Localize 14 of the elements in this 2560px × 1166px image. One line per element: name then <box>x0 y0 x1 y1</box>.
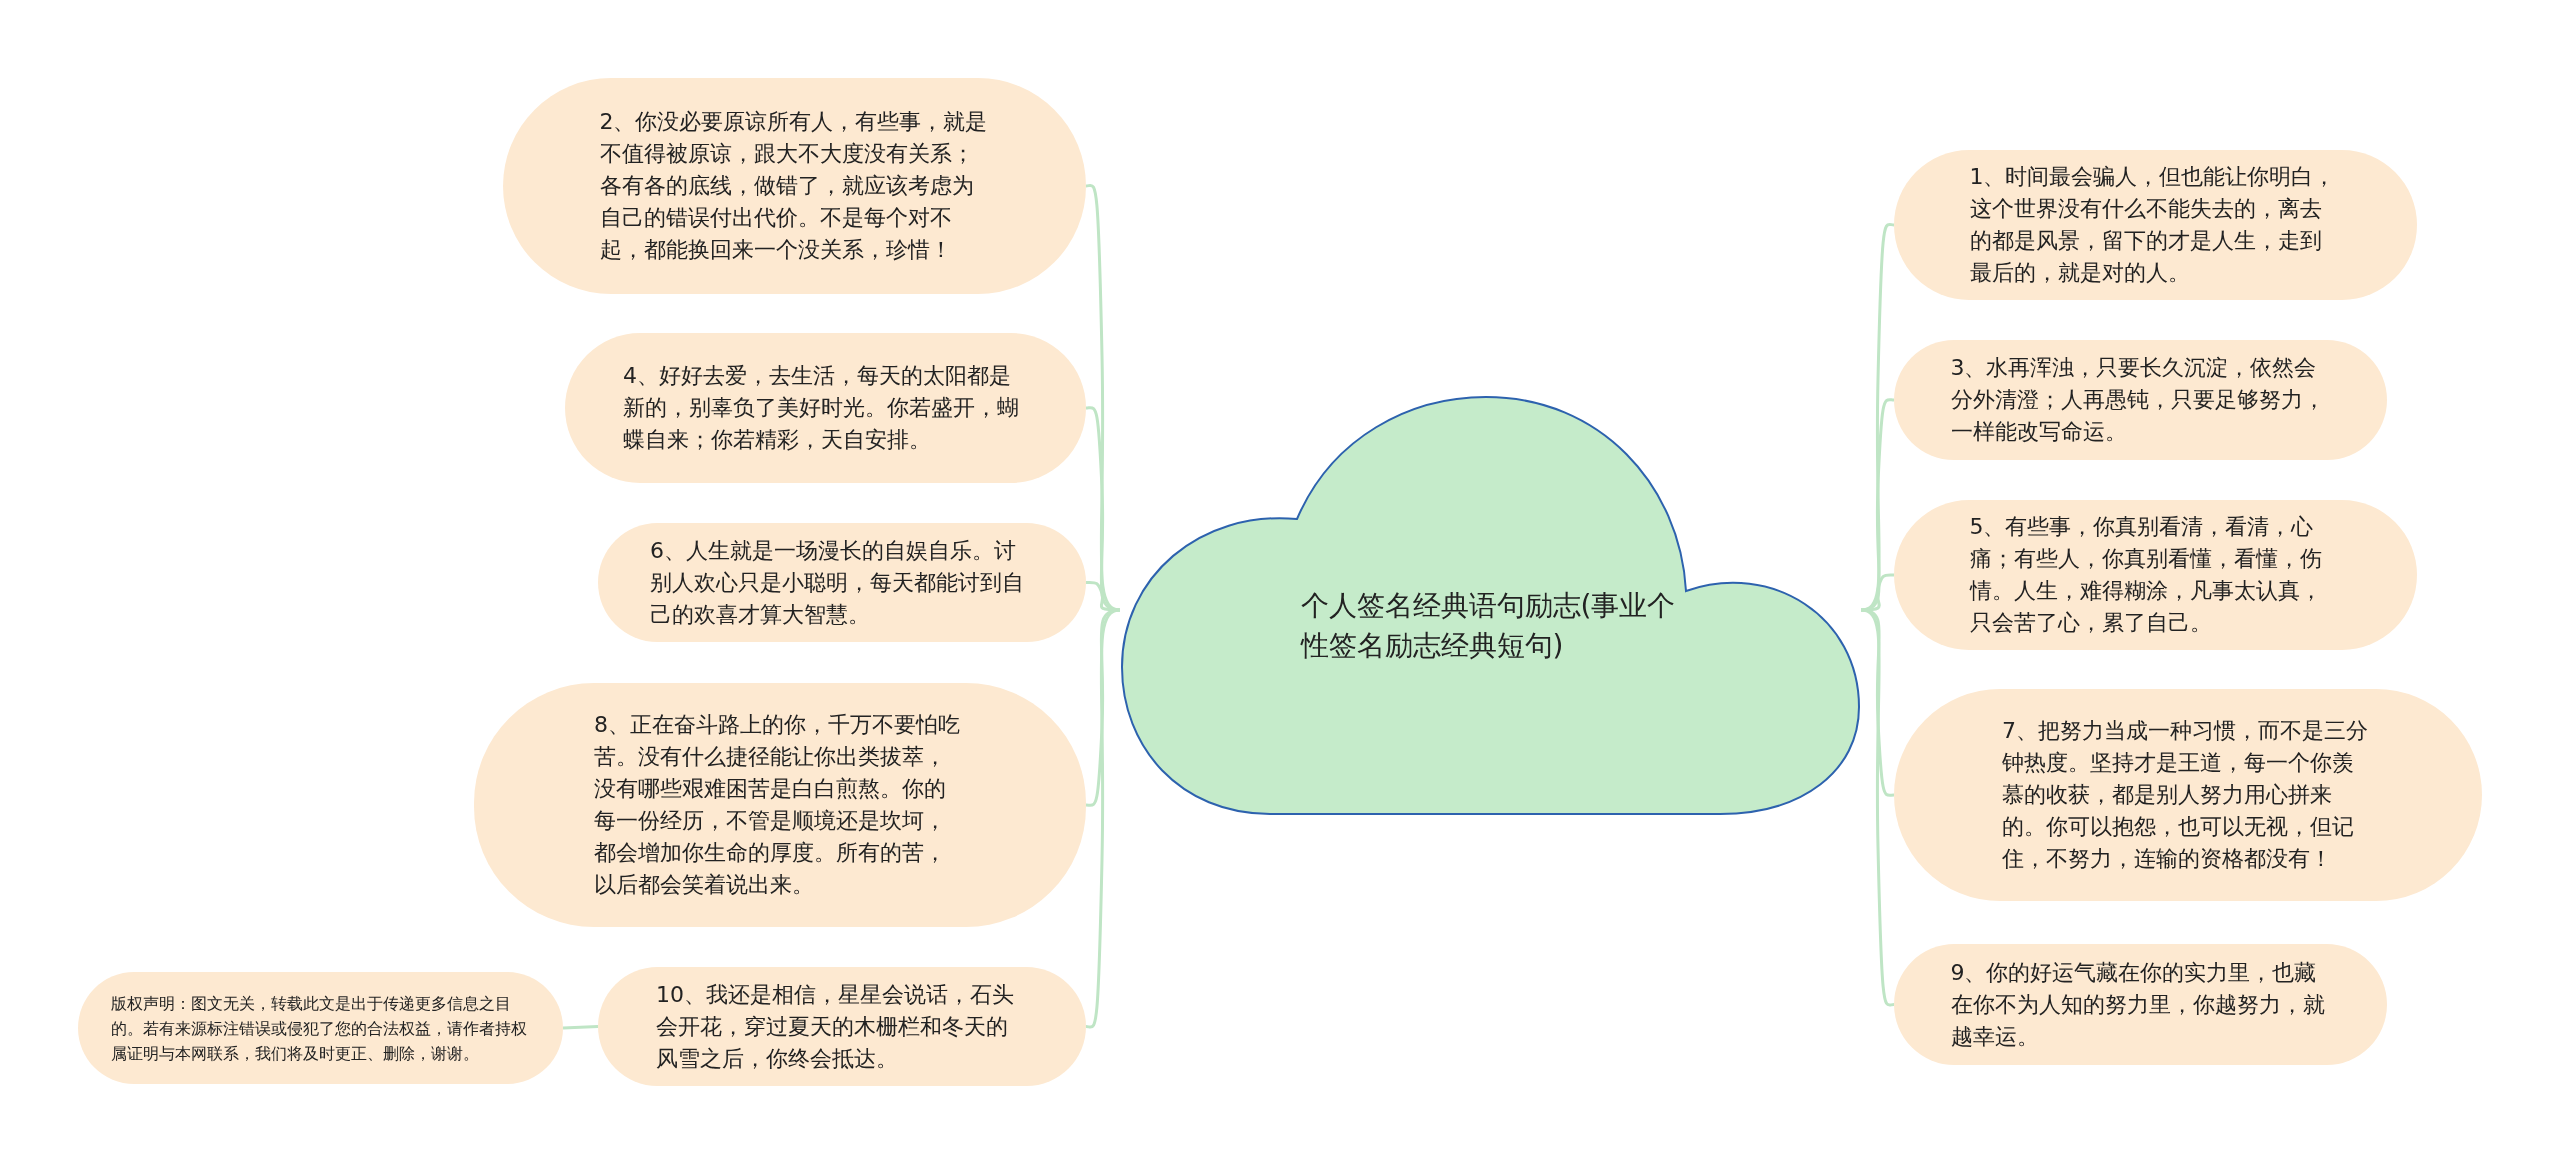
quote-text: 8、正在奋斗路上的你，千万不要怕吃苦。没有什么捷径能让你出类拔萃，没有哪些艰难困苦是白白煎熬。你的每一份经历，不管是顺境还是坎坷，都会增加你生命的厚度。所有的苦，以后都会笑着说出来。 <box>594 711 961 899</box>
quote-text: 5、有些事，你真别看清，看清，心痛；有些人，你真别看懂，看懂，伤情。人生，难得糊涂，凡事太认真，只会苦了心，累了自己。 <box>1969 513 2323 637</box>
connector-line <box>562 1025 599 1030</box>
cloud <box>1120 395 1861 816</box>
quote-text: 2、你没必要原谅所有人，有些事，就是不值得被原谅，跟大不大度没有关系；各有各的底线，做错了，就应该考虑为自己的错误付出代价。不是每个对不起，都能换回来一个没关系，珍惜！ <box>599 108 989 264</box>
title-text: 个人签名经典语句励志(事业个性签名励志经典短句) <box>1300 587 1677 664</box>
quote-text: 6、人生就是一场漫长的自娱自乐。讨别人欢心只是小聪明，每天都能讨到自己的欢喜才算大智慧。 <box>650 536 1025 629</box>
quote-text: 4、好好去爱，去生活，每天的太阳都是新的，别辜负了美好时光。你若盛开，蝴蝶自来；你若精彩，天自安排。 <box>623 362 1020 454</box>
quote-text: 3、水再浑浊，只要长久沉淀，依然会分外清澄；人再愚钝，只要足够努力，一样能改写命运。 <box>1950 354 2326 446</box>
quote-text: 9、你的好运气藏在你的实力里，也藏在你不为人知的努力里，你越努力，就越幸运。 <box>1950 958 2326 1051</box>
copyright-notice: 版权声明：图文无关，转载此文是出于传递更多信息之目的。若有来源标注错误或侵犯了您的合法权益，请作者持权属证明与本网联系，我们将及时更正、删除，谢谢。 <box>110 992 528 1065</box>
quote-text: 7、把努力当成一种习惯，而不是三分钟热度。坚持才是王道，每一个你羡慕的收获，都是别人努力用心拼来的。你可以抱怨，也可以无视，但记住，不努力，连输的资格都没有！ <box>2002 717 2369 873</box>
quote-text: 10、我还是相信，星星会说话，石头会开花，穿过夏天的木栅栏和冬天的风雪之后，你终会抵达。 <box>656 980 1015 1073</box>
quote-text: 1、时间最会骗人，但也能让你明白，这个世界没有什么不能失去的，离去的都是风景，留下的才是人生，走到最后的，就是对的人。 <box>1969 163 2337 287</box>
